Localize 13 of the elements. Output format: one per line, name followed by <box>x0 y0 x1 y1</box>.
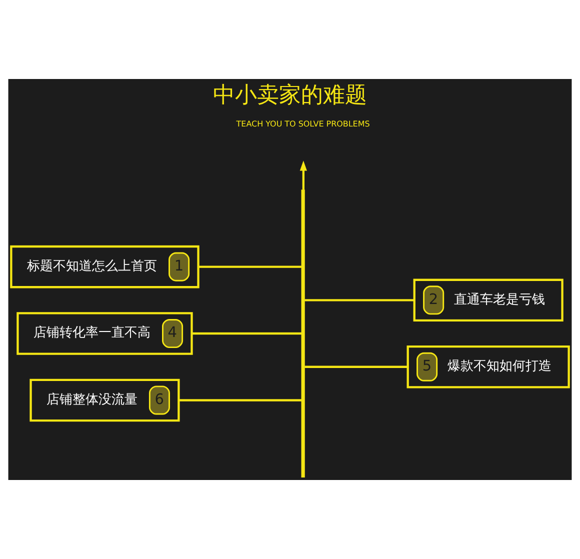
node-box: 店铺整体没流量 6 <box>30 378 180 422</box>
arrow <box>300 160 307 190</box>
node-box: 5 爆款不知如何打造 <box>406 345 570 388</box>
node-box: 2 直通车老是亏钱 <box>413 278 564 322</box>
node-bar <box>301 190 305 478</box>
node-box: 标题不知道怎么上首页 1 <box>10 245 200 288</box>
connector <box>178 399 302 402</box>
connector <box>304 366 408 368</box>
connector <box>198 266 302 268</box>
diagram-title: 中小卖家的难题 <box>213 83 367 108</box>
connector <box>304 299 414 302</box>
node-box: 店铺转化率一直不高 4 <box>16 312 193 355</box>
connector <box>192 332 302 335</box>
